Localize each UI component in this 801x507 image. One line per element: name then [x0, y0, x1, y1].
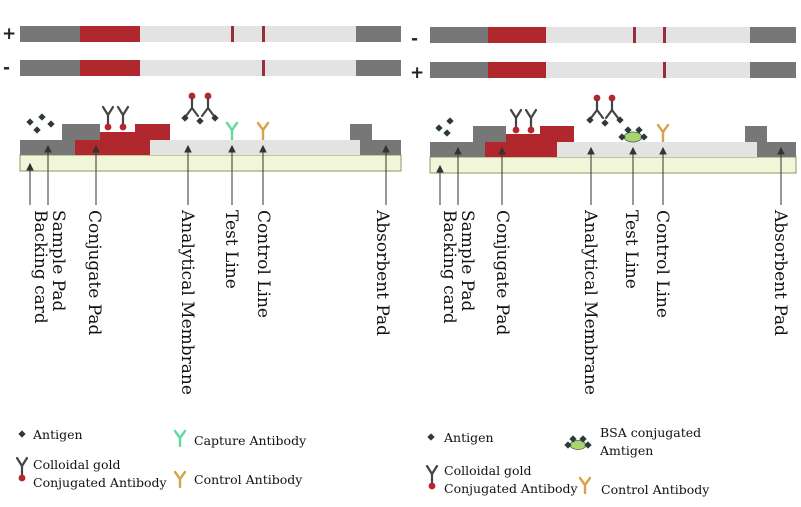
legend-control-antibody-icon	[578, 476, 592, 495]
backing-card	[19, 154, 402, 172]
label-absorbent-pad: Absorbent Pad	[372, 209, 392, 336]
legend-control-antibody-text: Control Antibody	[601, 482, 710, 497]
antigen-antibody-complex	[586, 93, 624, 127]
label-absorbent-pad: Absorbent Pad	[770, 209, 790, 336]
control-antibody-icon	[656, 123, 670, 142]
component-labels: Backing card Sample Pad Conjugate Pad An…	[30, 209, 392, 395]
test-line-mark	[633, 27, 636, 43]
backing-card	[429, 156, 797, 174]
label-sample-pad: Sample Pad	[48, 210, 68, 311]
component-labels: Backing card Sample Pad Conjugate Pad An…	[439, 209, 790, 395]
legend-antigen-icon	[18, 430, 26, 438]
sign-bottom-left: -	[3, 58, 10, 78]
gold-antibodies-conjugate	[509, 108, 538, 135]
label-sample-pad: Sample Pad	[457, 210, 477, 311]
label-control-line: Control Line	[253, 210, 273, 318]
strip-positive-bottom: +	[410, 62, 796, 83]
cross-section	[19, 124, 402, 172]
analytical-membrane	[557, 142, 757, 157]
legend-gold-text-2: Conjugated Antibody	[33, 475, 168, 490]
pointer-arrows	[26, 144, 390, 205]
label-test-line: Test Line	[621, 210, 641, 289]
label-control-line: Control Line	[652, 210, 672, 318]
label-conjugate-pad: Conjugate Pad	[492, 210, 512, 336]
label-conjugate-pad: Conjugate Pad	[84, 210, 104, 336]
conjugate-pad	[485, 142, 557, 157]
antigen-antibody-complex	[181, 91, 219, 125]
sign-bottom-right: +	[410, 63, 424, 83]
strip-positive: +	[2, 24, 401, 44]
absorbent-pad	[360, 140, 401, 155]
label-test-line: Test Line	[221, 210, 241, 289]
legend-bsa-icon	[564, 435, 592, 450]
legend-bsa-text-2: Amtigen	[599, 443, 653, 458]
strip-negative: -	[3, 58, 401, 78]
legend-capture-antibody-icon	[173, 429, 187, 448]
control-line-mark	[663, 27, 666, 43]
antigen-cluster	[435, 117, 454, 137]
legend-gold-antibody-icon	[15, 456, 29, 483]
legend-gold-text-2: Conjugated Antibody	[444, 481, 579, 496]
absorbent-pad	[757, 142, 796, 157]
control-line-mark	[262, 26, 265, 42]
legend-gold-text-1: Colloidal gold	[33, 457, 121, 472]
panel-left: + -	[2, 24, 402, 490]
legend-right: Antigen BSA conjugated Amtigen Colloidal…	[425, 425, 710, 497]
analytical-membrane	[150, 140, 360, 155]
legend-bsa-text-1: BSA conjugated	[600, 425, 701, 440]
control-antibody-icon	[256, 121, 270, 140]
label-backing-card: Backing card	[439, 210, 459, 324]
legend-antigen-text: Antigen	[443, 430, 494, 445]
gold-antibodies-conjugate	[101, 105, 130, 132]
sign-top-right: -	[411, 29, 418, 49]
capture-antibody-icon	[225, 121, 239, 140]
test-line-mark	[231, 26, 234, 42]
bsa-conjugated-antigen-icon	[618, 126, 648, 143]
antigen-cluster	[26, 113, 55, 134]
label-analytical-membrane: Analytical Membrane	[177, 209, 197, 395]
legend-antigen-icon	[427, 433, 435, 441]
label-analytical-membrane: Analytical Membrane	[580, 209, 600, 395]
strip-negative-top: -	[411, 27, 796, 49]
panel-right: - +	[410, 27, 797, 497]
legend-antigen-text: Antigen	[32, 427, 83, 442]
legend-control-antibody-icon	[173, 470, 187, 489]
legend-gold-text-1: Colloidal gold	[444, 463, 532, 478]
conjugate-pad	[75, 140, 150, 155]
legend-gold-antibody-icon	[425, 464, 439, 491]
pointer-arrows	[436, 146, 785, 205]
label-backing-card: Backing card	[30, 210, 50, 324]
cross-section	[429, 126, 797, 174]
legend-capture-antibody-text: Capture Antibody	[194, 433, 307, 448]
legend-control-antibody-text: Control Antibody	[194, 472, 303, 487]
control-line-mark	[262, 60, 265, 76]
legend-left: Antigen Capture Antibody Colloidal gold …	[15, 427, 307, 490]
control-line-mark	[663, 62, 666, 78]
sign-top-left: +	[2, 24, 16, 44]
